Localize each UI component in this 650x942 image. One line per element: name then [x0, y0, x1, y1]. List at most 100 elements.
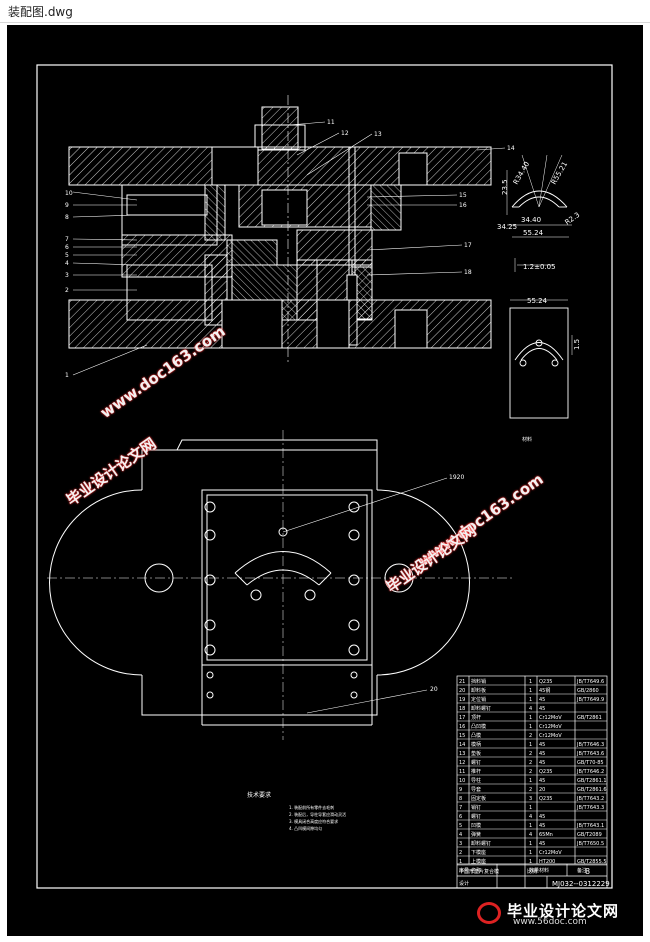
- drawing-frame: [36, 64, 613, 889]
- bom-cell: 10: [459, 778, 465, 784]
- svg-text:13: 13: [374, 131, 382, 138]
- bom-cell: GB/T2861.1: [577, 778, 607, 784]
- bom-cell: JB/T7646.2: [576, 769, 604, 775]
- drawing-name: 半圆形垫片复合模: [459, 868, 499, 875]
- part-label: 1: [65, 372, 69, 379]
- part-label: 2: [65, 287, 69, 294]
- bom-cell: 1: [529, 688, 532, 694]
- drawing-number: MJ032--0312229: [552, 880, 610, 888]
- part-label: 10: [65, 190, 73, 197]
- cad-drawing: 10 9 8 7 6 5 4 3 2 1 11 12 13 14 15 16 1…: [36, 64, 613, 889]
- assembly-section-view: [68, 95, 506, 376]
- part-label: 3: [65, 272, 69, 279]
- bom-cell: 20: [459, 688, 465, 694]
- part-label: 20: [430, 686, 438, 693]
- bom-cell: 4: [529, 706, 532, 712]
- bom-cell: JB/T7643.6: [576, 751, 604, 757]
- bom-cell: Q235: [539, 796, 552, 802]
- bom-cell: 2: [529, 760, 532, 766]
- tech-notes: 技术要求 1. 装配前所有零件去毛刺 2. 装配后，导柱导套应滑动灵活 3. 模…: [247, 791, 346, 831]
- bom-cell: 螺钉: [471, 813, 481, 820]
- drawing-canvas[interactable]: 10 9 8 7 6 5 4 3 2 1 11 12 13 14 15 16 1…: [7, 25, 643, 936]
- bom-cell: 7: [459, 805, 462, 811]
- bom-cell: 上模座: [471, 858, 486, 865]
- bom-cell: 45: [539, 742, 545, 748]
- bom-cell: 16: [459, 724, 465, 730]
- bom-cell: 45: [539, 814, 545, 820]
- svg-text:11: 11: [327, 119, 335, 126]
- bom-cell: 卸料螺钉: [471, 840, 491, 847]
- bom-cell: 45: [539, 841, 545, 847]
- bom-cell: 45: [539, 778, 545, 784]
- bom-cell: 2: [529, 751, 532, 757]
- bom-cell: 13: [459, 751, 465, 757]
- plan-view: [47, 430, 512, 740]
- bom-cell: 1: [529, 742, 532, 748]
- part-label: 4: [65, 260, 69, 267]
- bom-cell: GB/T2855.5: [577, 859, 607, 865]
- bom-header-cell: 序号: [459, 867, 469, 874]
- bom-cell: 3: [529, 796, 532, 802]
- bom-cell: GB/T2089: [577, 832, 602, 838]
- bom-cell: 卸料板: [471, 687, 486, 694]
- part-label: 1920: [449, 474, 464, 481]
- section-note: 材料: [522, 436, 532, 443]
- bom-cell: JB/T7643.3: [576, 805, 604, 811]
- bom-cell: 9: [459, 787, 462, 793]
- dim-text: R34.40: [512, 160, 531, 186]
- bom-header-cell: 备注: [577, 867, 587, 874]
- bom-cell: 45钢: [539, 687, 550, 694]
- detail-view: [509, 299, 573, 419]
- dim-text: 23.5: [501, 179, 509, 195]
- bom-cell: 1: [529, 859, 532, 865]
- bom-cell: 下模座: [471, 849, 486, 856]
- bom-cell: 1: [529, 850, 532, 856]
- bom-cell: 20: [539, 787, 545, 793]
- bom-cell: 1: [529, 724, 532, 730]
- bom-cell: 固定板: [471, 795, 486, 802]
- bom-cell: Q235: [539, 679, 552, 685]
- scale-label: 比例: [527, 868, 537, 875]
- bom-cell: 18: [459, 706, 465, 712]
- bom-cell: GB/T2861: [577, 715, 602, 721]
- bom-cell: 45: [539, 760, 545, 766]
- window-titlebar: 装配图.dwg: [0, 0, 650, 23]
- bom-cell: 销钉: [471, 804, 481, 811]
- logo-icon: [477, 902, 501, 924]
- site-logo: 毕业设计论文网 www.56doc.com: [473, 900, 633, 928]
- bom-cell: 弹簧: [471, 831, 481, 838]
- dim-text: 1.5: [573, 339, 581, 350]
- bom-cell: JB/T7650.5: [576, 841, 604, 847]
- bom-cell: JB/T7649.9: [576, 697, 604, 703]
- dim-text: 1.2±0.05: [523, 263, 556, 271]
- bom-cell: HT200: [539, 859, 555, 865]
- svg-text:2. 装配后，导柱导套应滑动灵活: 2. 装配后，导柱导套应滑动灵活: [289, 811, 346, 817]
- svg-text:14: 14: [507, 145, 515, 152]
- bom-cell: 挡料销: [471, 678, 486, 685]
- bom-cell: 1: [529, 805, 532, 811]
- bom-header-cell: 数量: [529, 867, 539, 874]
- bom-cell: 11: [459, 769, 465, 775]
- sheet-size: 8: [585, 867, 590, 876]
- part-label: 5: [65, 252, 69, 259]
- dim-text: 34.40: [521, 216, 541, 224]
- part-label: 9: [65, 202, 69, 209]
- part-labels-top: 11 12 13 14 15 16 17 18: [327, 119, 515, 276]
- bom-cell: 导套: [471, 786, 481, 793]
- bom-cell: GB/2860: [577, 688, 599, 694]
- dim-text: 55.24: [527, 297, 548, 305]
- bom-cell: 1: [459, 859, 462, 865]
- bom-cell: 8: [459, 796, 462, 802]
- gasket-dims: 34.40 55.24 34.25 1.2±0.05 23.5 R34.40 R…: [497, 160, 581, 271]
- bom-cell: 导柱: [471, 777, 481, 784]
- svg-text:17: 17: [464, 242, 472, 249]
- bom-cell: 1: [529, 715, 532, 721]
- notes-title: 技术要求: [247, 791, 271, 799]
- title-block: 半圆形垫片复合模 比例 8 设计 MJ032--0312229: [459, 867, 610, 888]
- bom-cell: 45: [539, 706, 545, 712]
- bom-cell: GB/T70-85: [577, 760, 604, 766]
- dim-text: R55.21: [550, 160, 569, 186]
- svg-text:4. 凸凹模间隙均匀: 4. 凸凹模间隙均匀: [289, 825, 322, 831]
- bom-cell: 1: [529, 679, 532, 685]
